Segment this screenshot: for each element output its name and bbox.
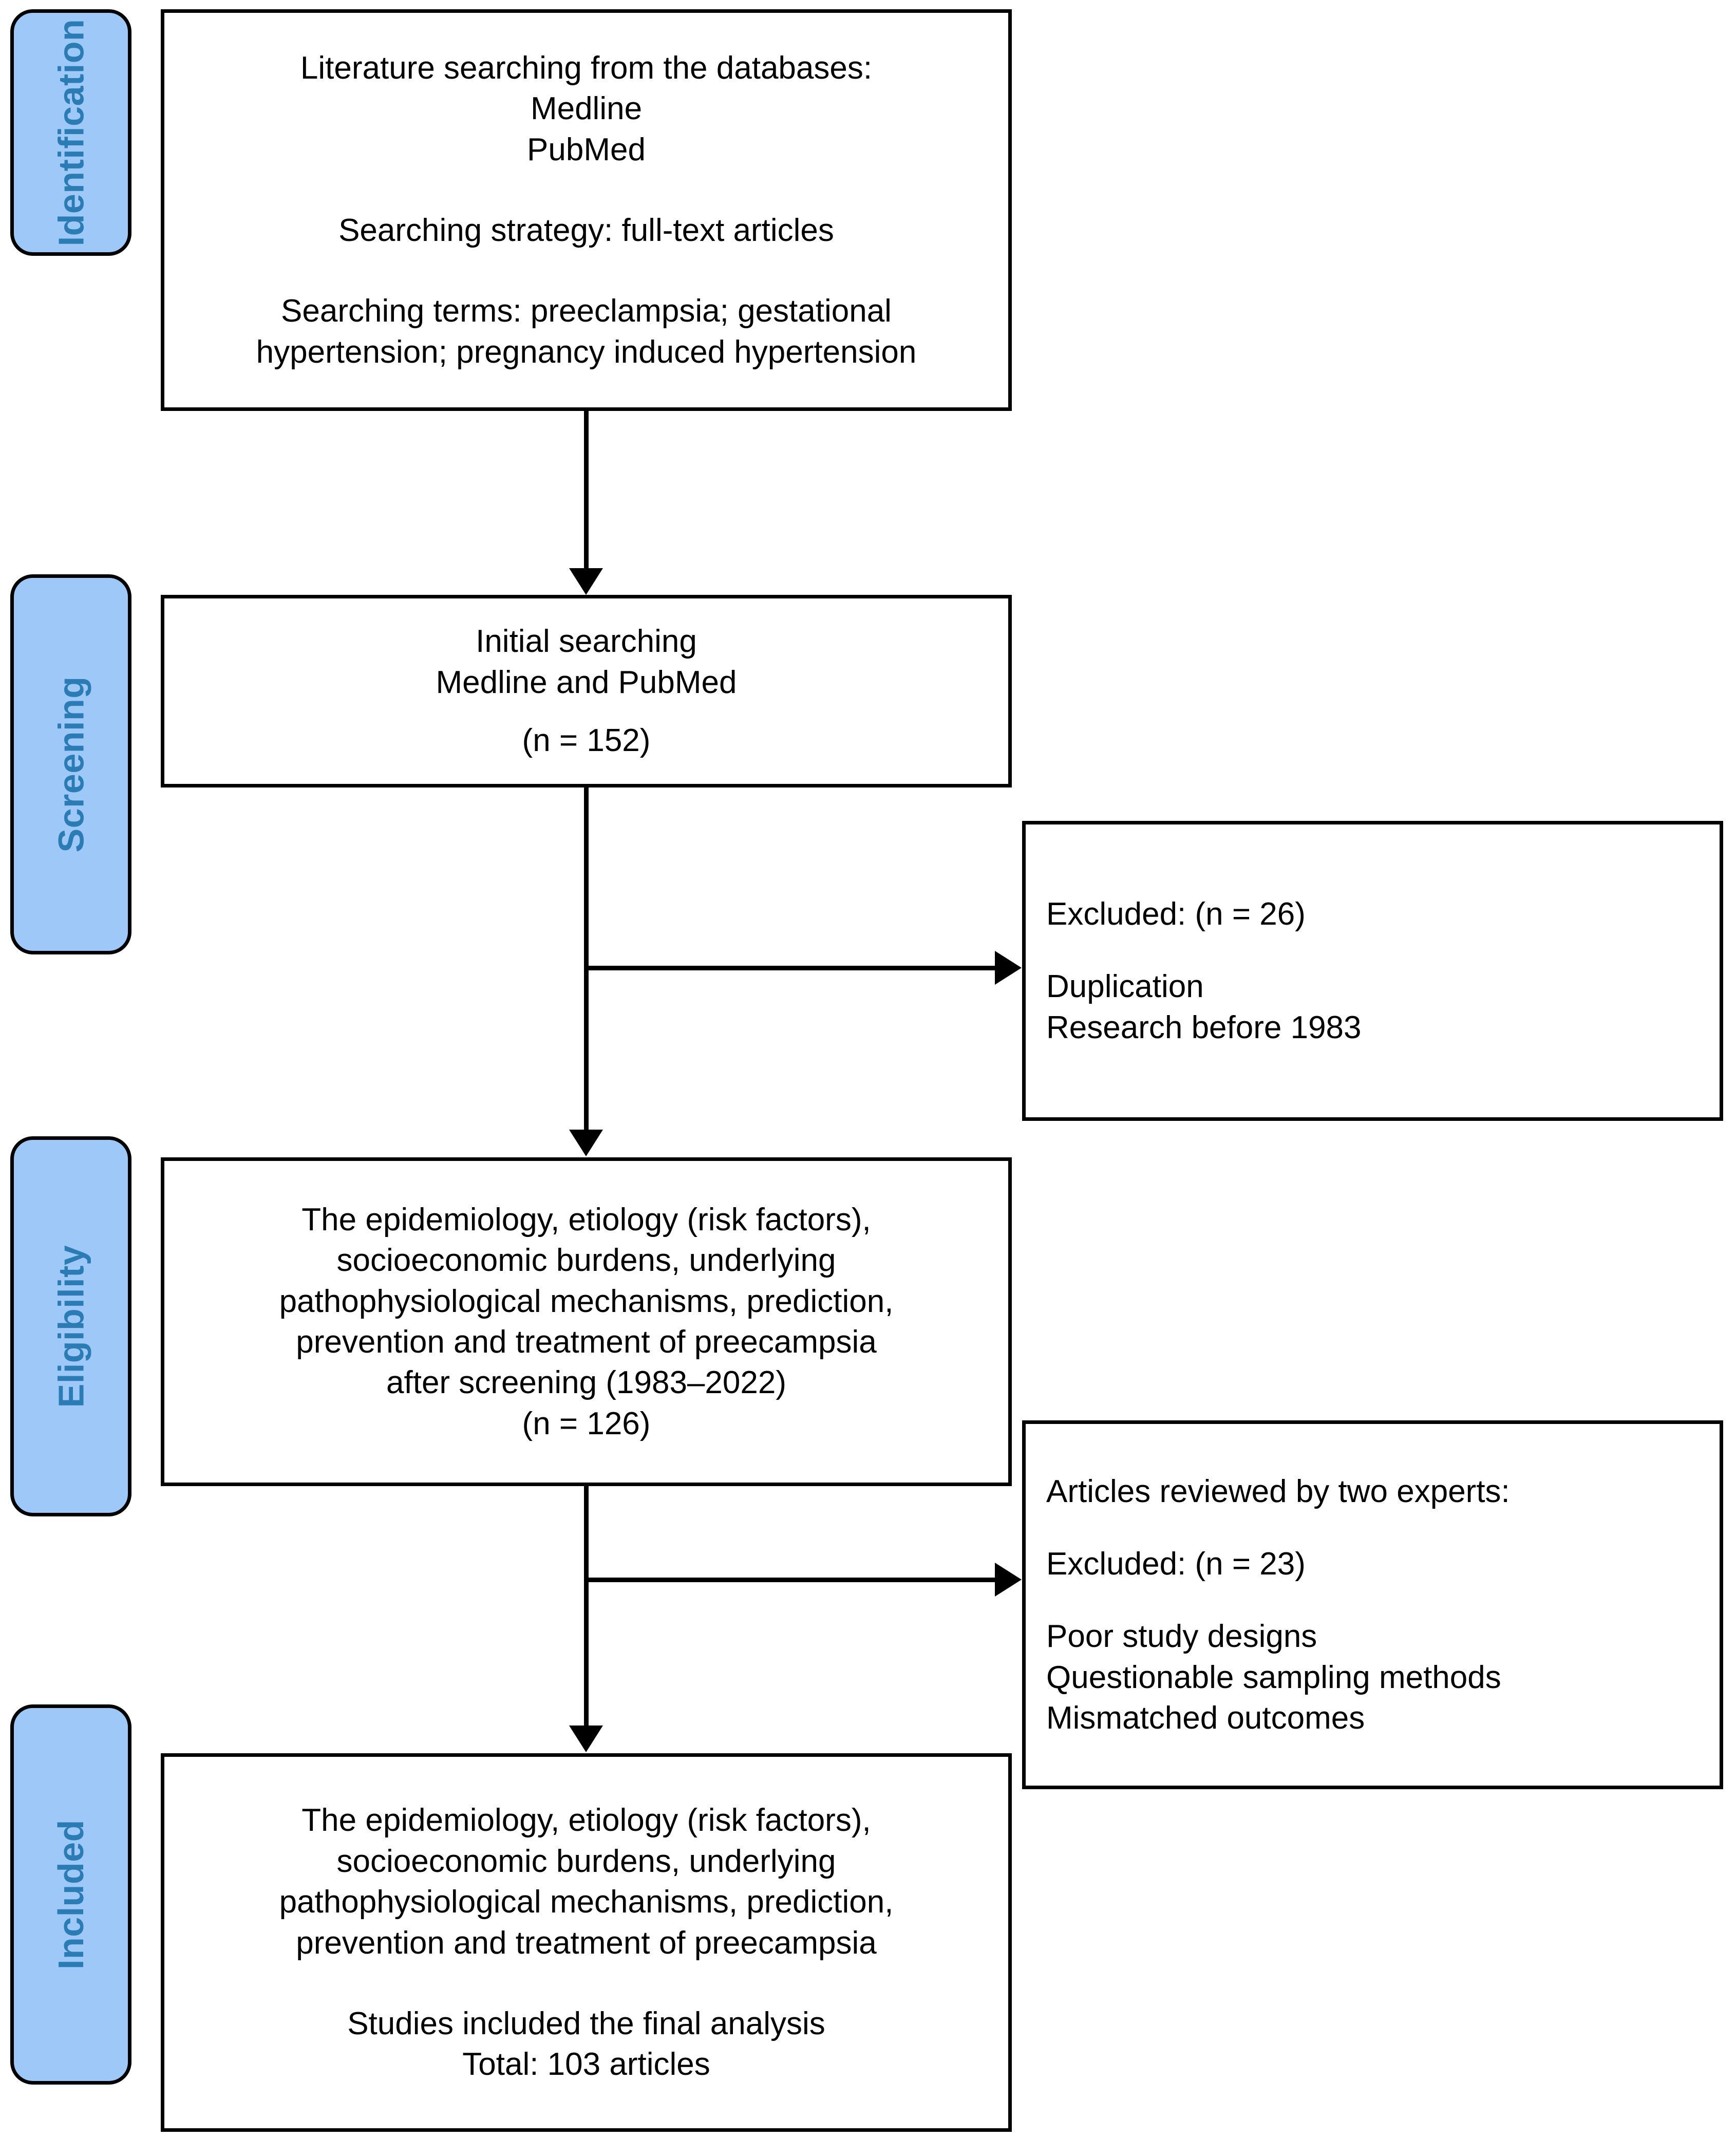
excluded-second-reason-3: Mismatched outcomes xyxy=(1046,1700,1365,1736)
box-included: The epidemiology, etiology (risk factors… xyxy=(161,1753,1012,2132)
initial-search-line-1: Initial searching xyxy=(476,624,697,660)
stage-label-screening: Screening xyxy=(51,676,91,853)
excluded-first-reason-2: Research before 1983 xyxy=(1046,1009,1362,1045)
identification-line-4: Searching strategy: full-text articles xyxy=(338,213,834,248)
eligibility-line-3: pathophysiological mechanisms, predictio… xyxy=(279,1283,894,1319)
eligibility-count: (n = 126) xyxy=(522,1405,651,1441)
box-initial-searching: Initial searching Medline and PubMed (n … xyxy=(161,595,1012,787)
stage-label-identification: Identification xyxy=(51,18,91,247)
stage-label-eligibility: Eligibility xyxy=(51,1245,91,1408)
eligibility-line-1: The epidemiology, etiology (risk factors… xyxy=(301,1202,871,1237)
arrowhead-down-to-included xyxy=(569,1726,603,1752)
eligibility-line-4: prevention and treatment of preecampsia xyxy=(296,1324,877,1360)
identification-line-2: Medline xyxy=(530,91,643,127)
excluded-first-reason-1: Duplication xyxy=(1046,969,1204,1005)
identification-line-1: Literature searching from the databases: xyxy=(300,50,873,86)
included-line-5: Studies included the final analysis xyxy=(347,2005,825,2041)
excluded-second-reason-1: Poor study designs xyxy=(1046,1619,1317,1655)
connector-eligibility-to-included xyxy=(584,1486,589,1727)
arrowhead-right-to-excluded-second xyxy=(995,1563,1022,1597)
connector-identification-to-screening xyxy=(584,411,589,569)
excluded-second-heading: Articles reviewed by two experts: xyxy=(1046,1473,1510,1509)
included-line-3: pathophysiological mechanisms, predictio… xyxy=(279,1884,894,1920)
arrowhead-down-to-eligibility xyxy=(569,1130,603,1156)
stage-pill-eligibility: Eligibility xyxy=(10,1136,131,1516)
included-line-1: The epidemiology, etiology (risk factors… xyxy=(301,1803,871,1839)
included-line-4: prevention and treatment of preecampsia xyxy=(296,1925,877,1961)
connector-branch-to-excluded-first xyxy=(584,966,995,970)
initial-search-count: (n = 152) xyxy=(522,723,651,759)
eligibility-line-2: socioeconomic burdens, underlying xyxy=(336,1243,836,1279)
box-eligibility: The epidemiology, etiology (risk factors… xyxy=(161,1157,1012,1486)
stage-pill-included: Included xyxy=(10,1704,131,2085)
identification-line-6: hypertension; pregnancy induced hyperten… xyxy=(256,334,917,370)
excluded-second-count: Excluded: (n = 23) xyxy=(1046,1546,1306,1582)
excluded-first-heading: Excluded: (n = 26) xyxy=(1046,896,1306,932)
connector-branch-to-excluded-second xyxy=(584,1578,995,1582)
identification-line-5: Searching terms: preeclampsia; gestation… xyxy=(281,293,892,329)
stage-pill-screening: Screening xyxy=(10,574,131,954)
arrowhead-right-to-excluded-first xyxy=(995,951,1022,985)
connector-screening-to-eligibility xyxy=(584,787,589,1131)
eligibility-line-5: after screening (1983–2022) xyxy=(386,1365,786,1401)
box-identification: Literature searching from the databases:… xyxy=(161,9,1012,411)
box-excluded-first: Excluded: (n = 26) Duplication Research … xyxy=(1022,821,1723,1121)
arrowhead-down-to-screening xyxy=(569,568,603,595)
excluded-second-reason-2: Questionable sampling methods xyxy=(1046,1659,1501,1695)
stage-label-included: Included xyxy=(51,1820,91,1970)
included-line-2: socioeconomic burdens, underlying xyxy=(336,1843,836,1879)
box-excluded-second: Articles reviewed by two experts: Exclud… xyxy=(1022,1420,1723,1789)
included-total: Total: 103 articles xyxy=(462,2047,710,2083)
identification-line-3: PubMed xyxy=(527,132,646,167)
stage-pill-identification: Identification xyxy=(10,9,131,256)
initial-search-line-2: Medline and PubMed xyxy=(436,664,737,700)
